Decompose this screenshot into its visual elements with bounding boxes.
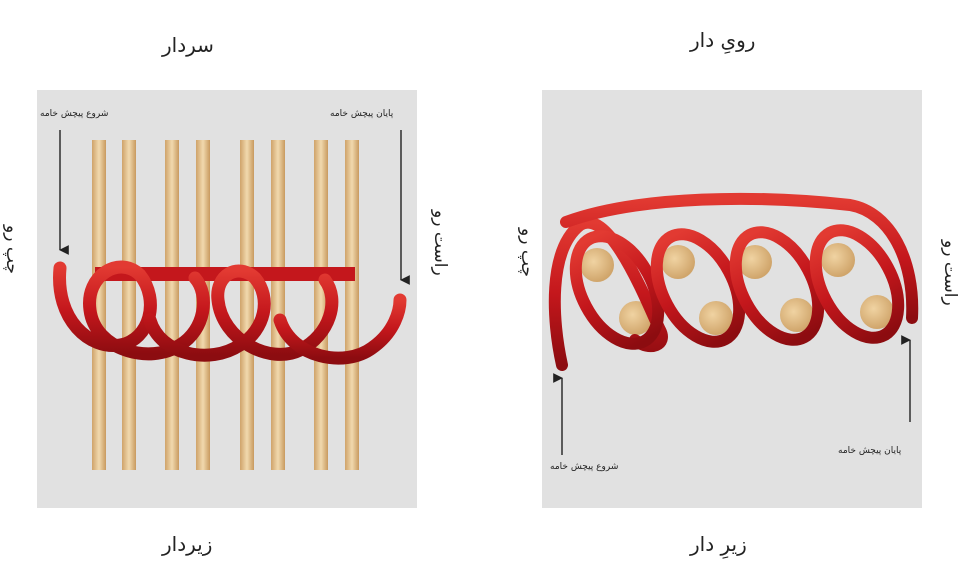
right-yarn-spiral (548, 192, 919, 371)
yarn-coil (650, 228, 746, 348)
left-end-label: پایان پیچش خامه (330, 109, 394, 119)
left-side-label-left: چپ رو (2, 225, 22, 275)
left-side-label-right: راست رو (430, 210, 450, 276)
warp-cross-section (580, 248, 614, 282)
yarn-loop (273, 293, 407, 365)
left-bottom-label: زیردار (162, 532, 213, 556)
yarn-coil (729, 226, 825, 346)
warp-cross-section (821, 243, 855, 277)
right-end-label: پایان پیچش خامه (838, 446, 902, 456)
right-top-label: رویِ دار (690, 28, 756, 52)
warp-thread (271, 140, 285, 470)
left-top-label: سردار (162, 33, 214, 57)
right-bottom-label: زیرِ دار (690, 532, 747, 556)
warp-thread (165, 140, 179, 470)
warp-cross-section (699, 301, 733, 335)
warp-cross-section (780, 298, 814, 332)
yarn-coil (569, 230, 665, 350)
warp-thread (240, 140, 254, 470)
warp-thread (345, 140, 359, 470)
left-warp-threads (92, 140, 359, 470)
warp-thread (122, 140, 136, 470)
left-yarn-loops (53, 260, 407, 365)
right-side-label-left: چپ رو (517, 228, 537, 278)
warp-thread (92, 140, 106, 470)
yarn-top-span (560, 192, 919, 324)
yarn-coil (809, 224, 905, 344)
right-diagram-panel (542, 90, 922, 508)
right-side-label-right: راست رو (940, 240, 960, 306)
warp-cross-section (738, 245, 772, 279)
right-warp-dots (580, 243, 894, 335)
left-start-label: شروع پیچش خامه (40, 109, 109, 119)
warp-cross-section (860, 295, 894, 329)
right-start-label: شروع پیچش خامه (550, 462, 619, 472)
warp-cross-section (661, 245, 695, 279)
warp-thread (314, 140, 328, 470)
